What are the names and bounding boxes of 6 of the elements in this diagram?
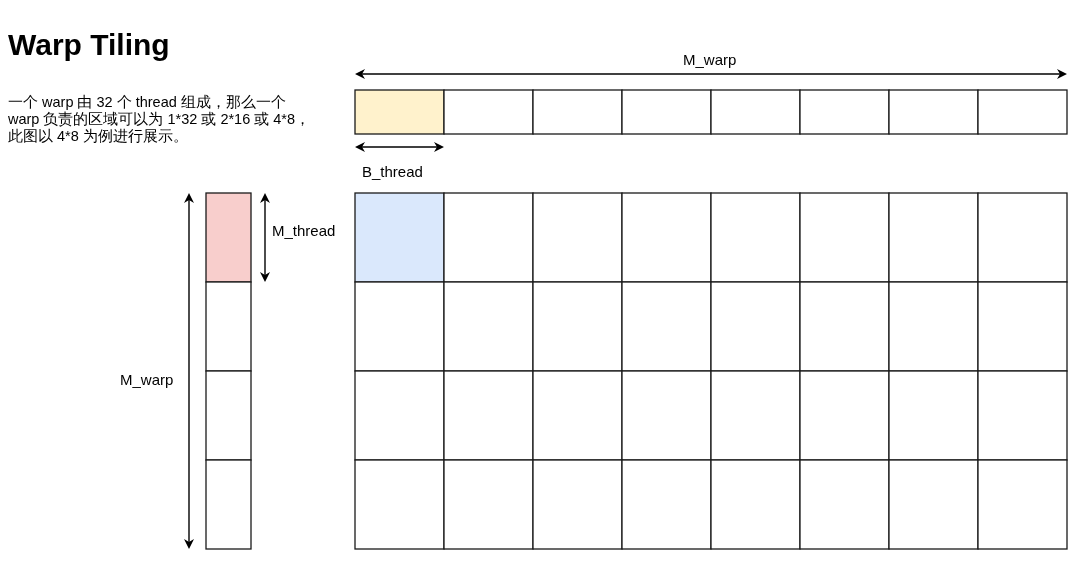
dimension-label: M_warp [120, 371, 174, 389]
dimension-label: M_warp [683, 51, 737, 69]
diagram-title: Warp Tiling [8, 28, 170, 62]
description-text: 一个 warp 由 32 个 thread 组成，那么一个 warp 负责的区域可以为 1*32 或 2*16 或 4*8，此图以 4*8 为例进行展示。 [8, 94, 312, 145]
dimension-label: B_thread [362, 163, 423, 181]
dimension-label: M_thread [272, 222, 336, 240]
